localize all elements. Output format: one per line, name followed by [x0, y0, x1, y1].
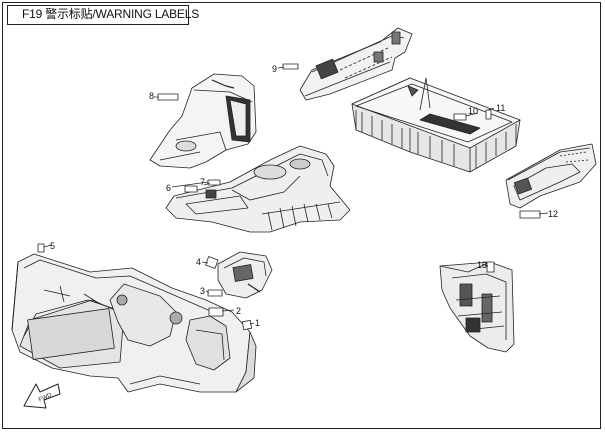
seat-cover: [149, 73, 257, 169]
storage-tray: [351, 77, 521, 173]
leader-lines: [43, 66, 549, 325]
center-floor-console: [165, 145, 351, 233]
callout-5: 5: [50, 241, 55, 251]
upper-side-panel: [299, 27, 413, 101]
vertical-side-panel: [439, 261, 515, 353]
warning-label-shapes: [37, 63, 541, 331]
right-side-panel: [505, 143, 597, 209]
svg-text:FWD: FWD: [38, 392, 54, 403]
small-cover: [217, 251, 273, 299]
callout-1: 1: [255, 318, 260, 328]
callout-4: 4: [196, 257, 201, 267]
callout-11: 11: [496, 103, 505, 113]
callout-7: 7: [200, 177, 205, 187]
callout-2: 2: [236, 306, 241, 316]
callout-6: 6: [166, 183, 171, 193]
callout-12: 12: [548, 209, 558, 219]
callout-8: 8: [149, 91, 154, 101]
diagram-frame: [2, 2, 601, 429]
callout-13: 13: [477, 260, 487, 270]
callout-9: 9: [272, 64, 277, 74]
callout-3: 3: [200, 286, 205, 296]
dashboard-panel: [11, 253, 257, 393]
callout-10: 10: [468, 106, 478, 116]
callout-numbers: 1 2 3 4 5 6 7 8 9 10 11 12 13: [50, 64, 558, 328]
front-direction-arrow-icon: FWD: [23, 383, 61, 409]
diagram-title: F19 警示标贴/WARNING LABELS: [7, 5, 199, 25]
